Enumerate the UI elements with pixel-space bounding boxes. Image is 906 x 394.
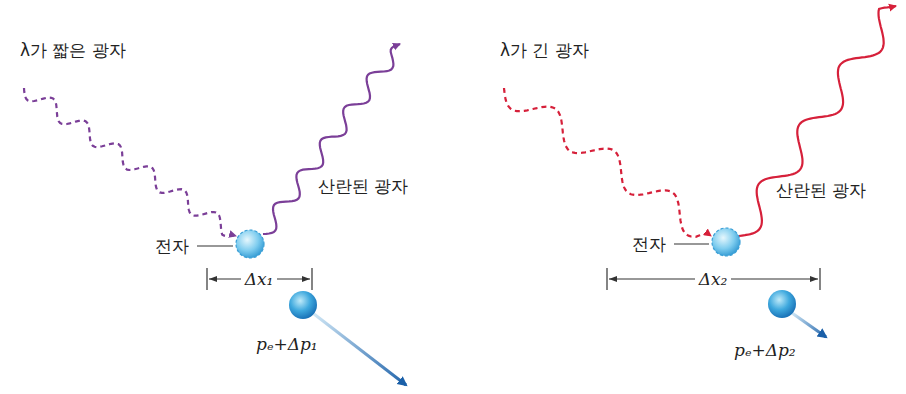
- leader-line: [674, 243, 709, 244]
- electron-label: 전자: [632, 234, 666, 254]
- momentum-label: pₑ+Δp₁: [256, 334, 318, 354]
- electron: [289, 291, 317, 319]
- bracket-tick: [206, 268, 207, 290]
- photon-label: λ가 짧은 광자: [20, 40, 126, 60]
- bracket-tick: [819, 268, 820, 290]
- scattered-photon: [263, 44, 400, 234]
- electron-label: 전자: [155, 236, 189, 256]
- momentum-label: pₑ+Δp₂: [734, 340, 796, 360]
- incoming-photon: [24, 88, 236, 236]
- electron: [236, 230, 264, 258]
- bracket-tick: [311, 268, 312, 290]
- photon-label: 산란된 광자: [776, 180, 866, 200]
- electron: [768, 290, 796, 318]
- bracket-tick: [606, 268, 607, 290]
- photon-label: λ가 긴 광자: [500, 40, 589, 60]
- uncertainty-label: Δx₁: [241, 269, 278, 289]
- incoming-photon: [504, 88, 711, 237]
- leader-line: [197, 245, 233, 246]
- uncertainty-label: Δx₂: [695, 269, 732, 289]
- electron: [712, 228, 740, 256]
- momentum-arrow: [792, 313, 826, 337]
- scattered-photon: [739, 6, 896, 236]
- momentum-arrow: [314, 314, 406, 385]
- photon-label: 산란된 광자: [318, 176, 408, 196]
